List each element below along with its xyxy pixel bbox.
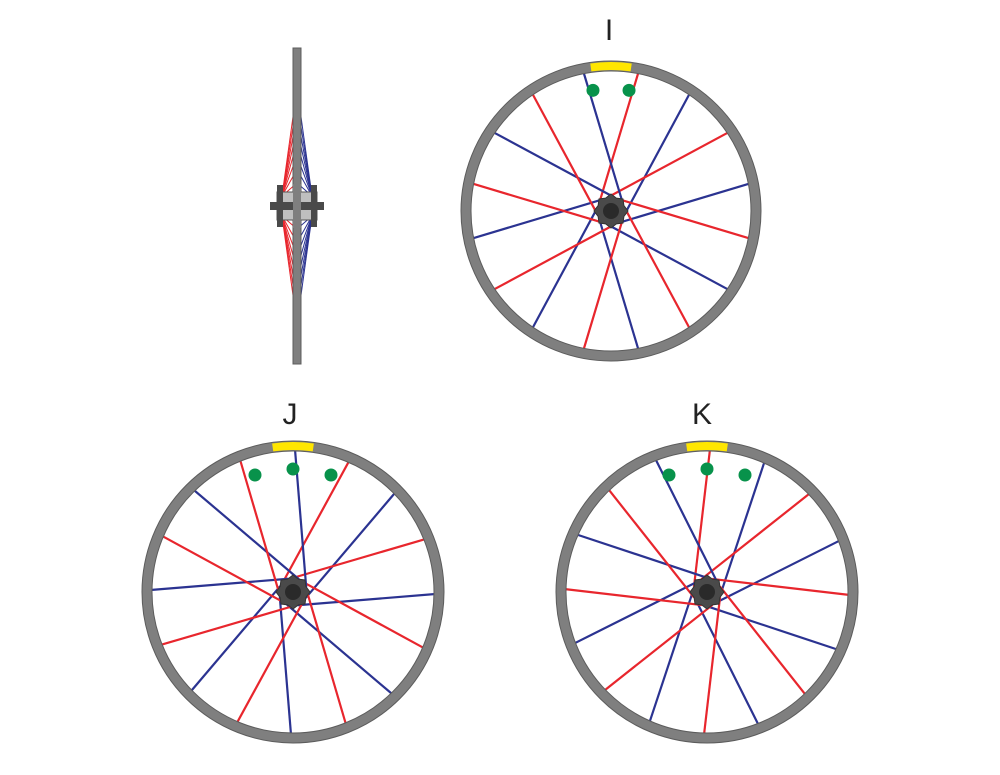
wheel-i-axle (603, 203, 619, 219)
wheel-j-spoke (189, 585, 282, 694)
wheel-k-spoke (602, 603, 714, 693)
wheel-i-spoke (607, 223, 731, 292)
wheel-j-spokes (148, 447, 438, 737)
wheel-j-spoke (304, 490, 397, 599)
wheel-j-spoke (297, 592, 438, 607)
wheel-j-spoke (158, 604, 294, 647)
wheel-j-marker (248, 468, 262, 482)
wheel-k-hub (689, 574, 725, 610)
wheel-j-axle (285, 584, 301, 600)
wheel-k-spoke (572, 580, 699, 646)
wheel-i-spoke (623, 91, 692, 215)
wheel-j-hub (275, 574, 311, 610)
wheel-i-marker (586, 83, 600, 97)
wheel-i-spoke (617, 182, 752, 225)
wheel-k-spoke (695, 600, 761, 727)
wheel-j-spoke (281, 459, 351, 583)
wheel-i-spoke (597, 217, 640, 352)
wheel-k-spoke (562, 587, 703, 607)
wheel-k (555, 440, 859, 744)
wheel-k-spoke (606, 487, 696, 599)
wheel-j-spoke (238, 457, 281, 593)
wheel-j-spoke (305, 591, 348, 727)
wheel-j (141, 440, 445, 744)
wheel-i-spoke (491, 130, 615, 199)
wheel-j-marker (324, 468, 338, 482)
wheel-j-spoke (148, 577, 289, 592)
wheel-k-marker (662, 468, 676, 482)
wheel-j-marker (286, 462, 300, 476)
wheel-i-spoke (491, 223, 615, 292)
wheel-i-spoke (582, 217, 625, 352)
wheel-k-spoke (647, 590, 695, 725)
wheel-k-marker (738, 468, 752, 482)
wheel-j-spoke (191, 488, 300, 581)
wheel-k-valve (686, 442, 728, 452)
wheel-k-spoke (700, 491, 812, 581)
wheel-j-spoke (278, 596, 293, 737)
wheel-i-spoke (617, 197, 752, 240)
wheel-i-spoke (470, 197, 605, 240)
wheel-i-spoke (607, 130, 731, 199)
wheel-j-valve (272, 442, 314, 452)
wheel-i (460, 60, 762, 362)
wheel-k-label: K (692, 398, 712, 431)
side-view-rim-center (293, 184, 301, 228)
wheel-j-spoke (302, 580, 426, 650)
wheel-j-spoke (160, 534, 284, 604)
wheel-i-valve (590, 62, 632, 72)
wheel-k-spokes (562, 447, 852, 737)
wheel-j-spoke (286, 603, 395, 696)
wheel-k-spoke (719, 459, 767, 594)
wheel-i-marker (622, 83, 636, 97)
wheel-k-spoke (718, 585, 808, 697)
wheel-k-spoke (702, 596, 722, 737)
wheel-k-spoke (705, 604, 840, 652)
side-view-wheel (270, 47, 324, 365)
wheel-k-marker (700, 462, 714, 476)
wheel-k-axle (699, 584, 715, 600)
wheel-k-spoke (711, 577, 852, 597)
wheel-i-label: I (605, 14, 613, 47)
wheel-i-spoke (530, 207, 599, 331)
wheel-k-spoke (574, 532, 709, 580)
wheel-i-spokes (470, 70, 752, 352)
wheel-k-spoke (715, 538, 842, 604)
wheel-i-spoke (623, 207, 692, 331)
wheel-i-spoke (470, 182, 605, 225)
wheel-i-hub (593, 193, 629, 229)
wheel-i-spoke (530, 91, 599, 215)
wheel-j-label: J (283, 398, 298, 431)
wheel-j-spoke (235, 601, 305, 725)
wheel-j-spoke (292, 537, 428, 580)
